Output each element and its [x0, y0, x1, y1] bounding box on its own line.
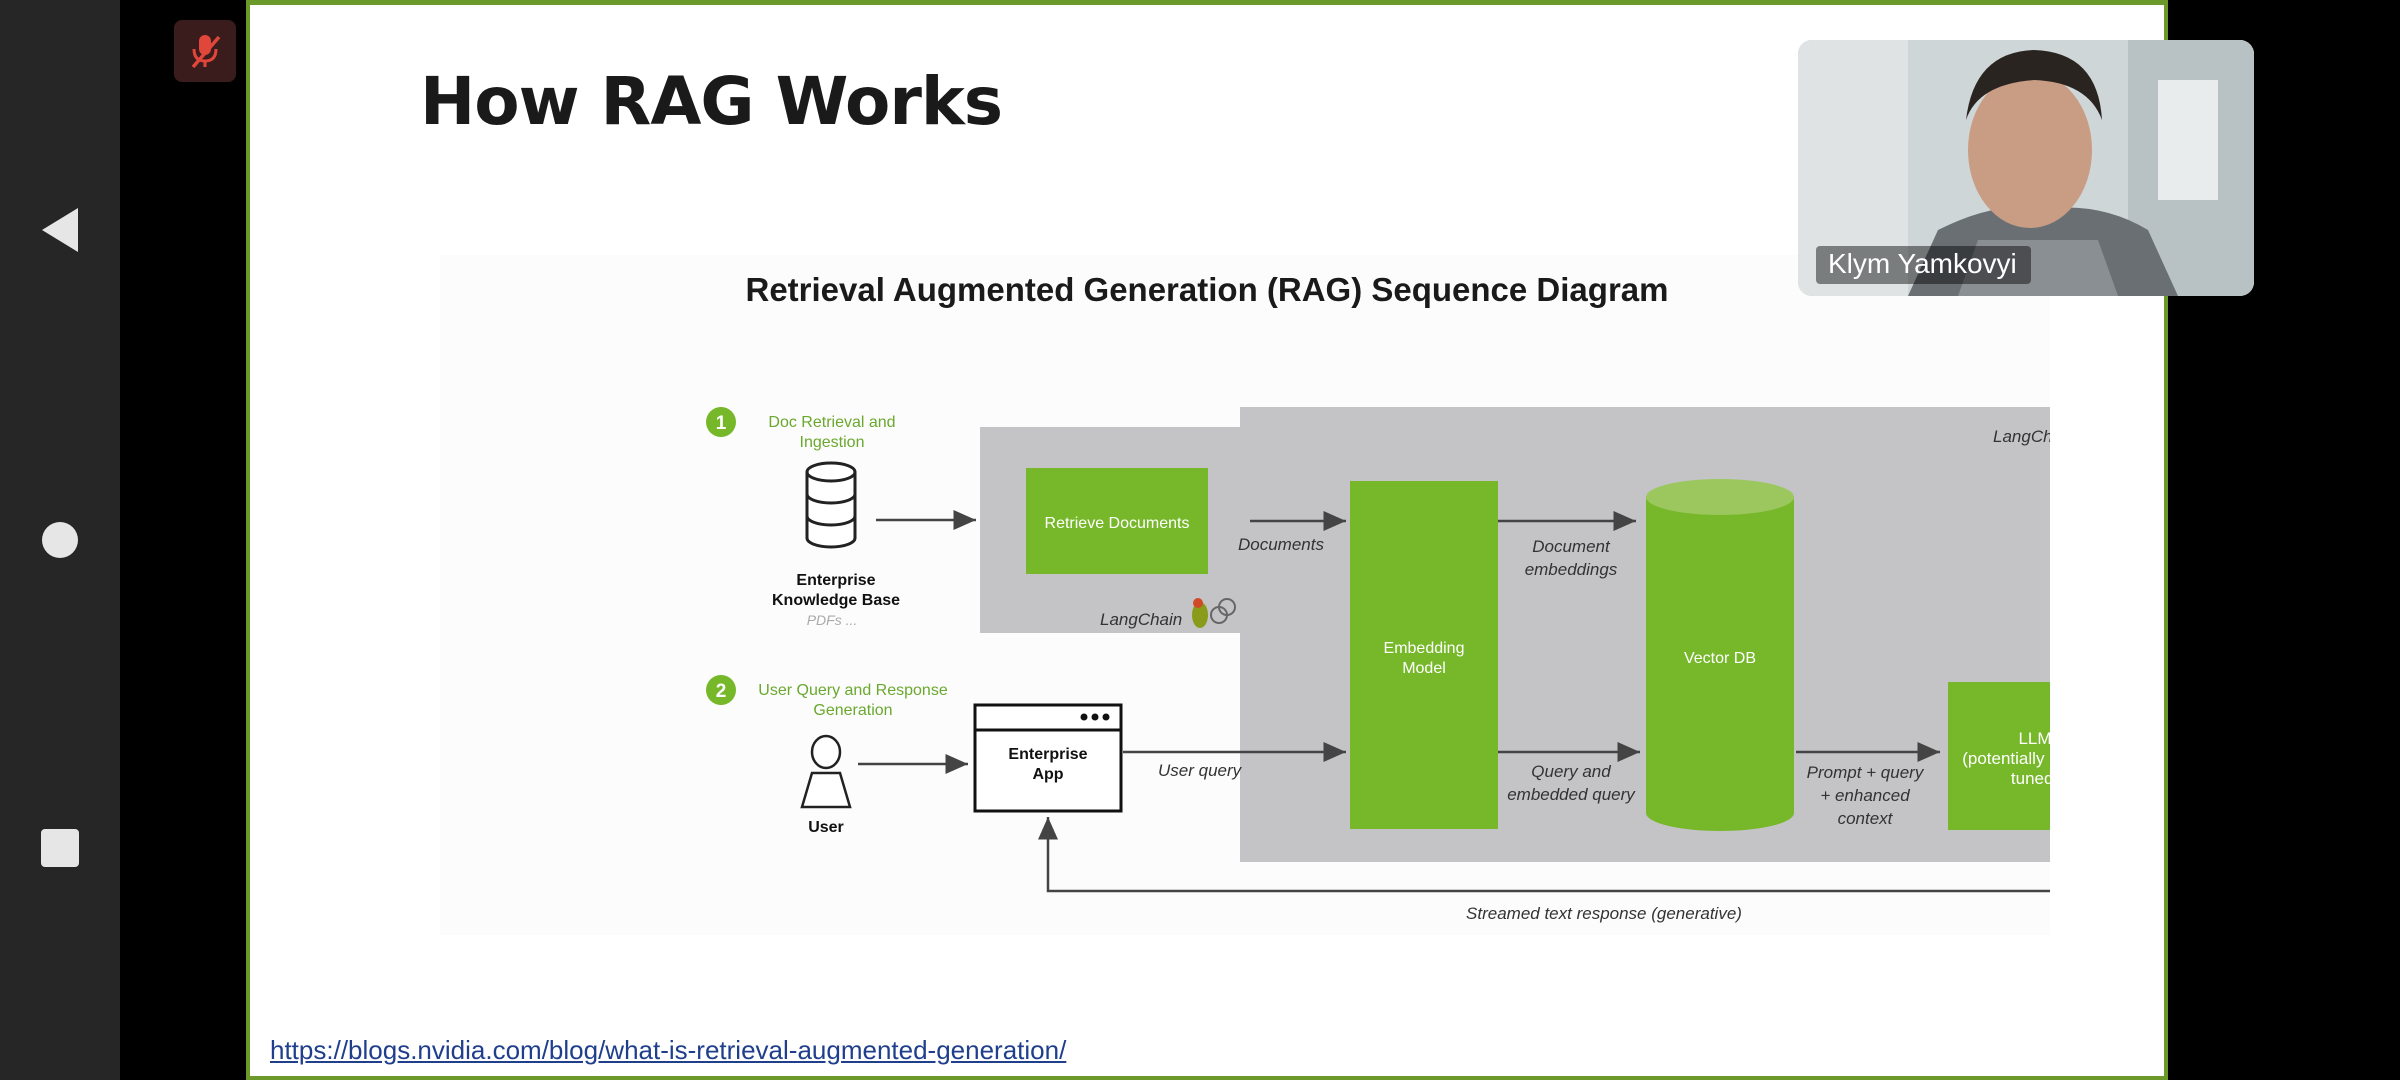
llm-label-line2: (potentially prompt-: [1962, 749, 2050, 768]
back-triangle-icon[interactable]: [30, 200, 90, 260]
llm-label-line3: tuned): [2011, 769, 2050, 788]
user-query-label: User query: [1158, 761, 1243, 780]
participant-video-tile[interactable]: Klym Yamkovyi: [1798, 40, 2254, 296]
langchain-large-label: LangChain: [1993, 427, 2050, 446]
kb-label-line1: Enterprise: [796, 572, 875, 589]
user-icon: [800, 734, 852, 809]
embedding-label-line2: Model: [1402, 660, 1446, 677]
database-icon: [805, 461, 857, 549]
prompt-line2: + enhanced: [1820, 786, 1910, 805]
enterprise-app-box: [973, 703, 1123, 813]
step1-number: 1: [716, 413, 727, 434]
step1-badge: [706, 407, 736, 437]
mic-muted-icon[interactable]: [174, 20, 236, 82]
documents-label: Documents: [1238, 535, 1324, 554]
slide-title: How RAG Works: [420, 63, 1003, 140]
embedding-label-line1: Embedding: [1384, 640, 1465, 657]
step2-label-line1: User Query and Response: [758, 682, 948, 699]
participant-name-label: Klym Yamkovyi: [1816, 246, 2031, 284]
retrieve-documents-label: Retrieve Documents: [1045, 515, 1190, 532]
participant-video-feed: [1798, 40, 2254, 296]
llm-label-line1: LLM: [2018, 729, 2050, 748]
shared-screen-slide: How RAG Works 1 Doc Retrieval and Ingest…: [246, 0, 2168, 1080]
step1-label-line2: Ingestion: [800, 434, 865, 451]
langchain-parrot-icon: [1192, 598, 1236, 628]
step2-badge: [706, 675, 736, 705]
doc-embeddings-line2: embeddings: [1525, 560, 1618, 579]
step2-number: 2: [716, 681, 727, 702]
prompt-line3: context: [1838, 809, 1894, 828]
streamed-response-label: Streamed text response (generative): [1466, 904, 1742, 923]
user-label: User: [808, 819, 844, 836]
android-nav-bar: [0, 0, 120, 1080]
kb-sublabel: PDFs ...: [807, 612, 858, 628]
step2-label-line2: Generation: [813, 702, 892, 719]
app-label-line1: Enterprise: [1008, 746, 1087, 763]
diagram-title: Retrieval Augmented Generation (RAG) Seq…: [745, 271, 1669, 308]
doc-embeddings-line1: Document: [1532, 537, 1611, 556]
prompt-line1: Prompt + query: [1807, 763, 1925, 782]
embedding-model-box: [1350, 481, 1498, 829]
source-link[interactable]: https://blogs.nvidia.com/blog/what-is-re…: [270, 1035, 1067, 1065]
query-embedded-line1: Query and: [1531, 762, 1611, 781]
step1-label-line1: Doc Retrieval and: [768, 414, 895, 431]
recents-square-icon[interactable]: [30, 818, 90, 878]
home-circle-icon[interactable]: [30, 510, 90, 570]
langchain-small-label: LangChain: [1100, 610, 1182, 629]
vector-db-label: Vector DB: [1684, 650, 1756, 667]
query-embedded-line2: embedded query: [1507, 785, 1636, 804]
rag-sequence-diagram: 1 Doc Retrieval and Ingestion Enterprise…: [440, 255, 2136, 935]
app-label-line2: App: [1032, 766, 1063, 783]
kb-label-line2: Knowledge Base: [772, 592, 900, 609]
retrieve-documents-box: [1026, 468, 1208, 574]
vector-db-cylinder: [1646, 479, 1794, 831]
